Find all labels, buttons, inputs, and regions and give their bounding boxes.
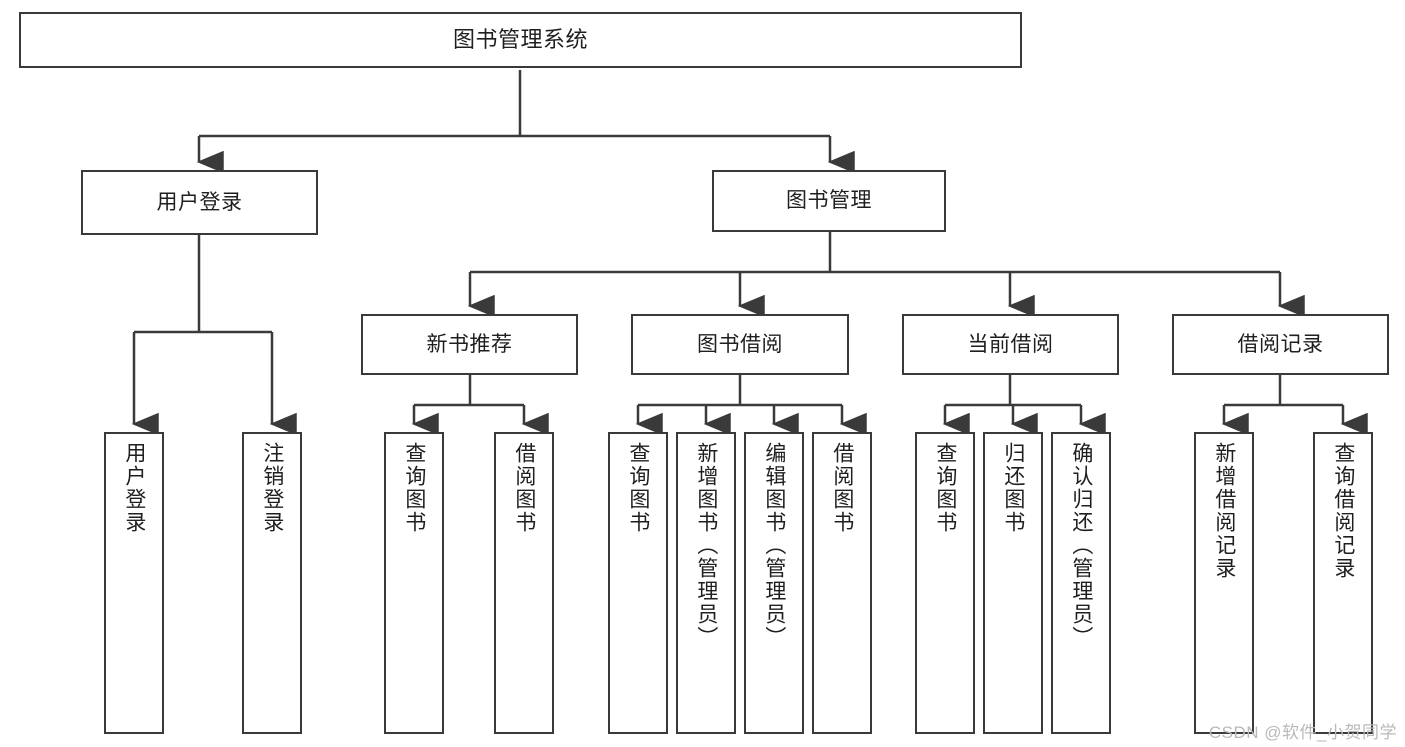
node-book-management[interactable]: 图书管理: [712, 170, 946, 232]
leaf-logout[interactable]: 注销登录: [242, 432, 302, 734]
leaf-borrow-query-book-label: 查询图书: [626, 442, 650, 534]
leaf-current-confirm-return-admin-label: 确认归还（管理员）: [1069, 442, 1093, 649]
leaf-borrow-borrow-book-label: 借阅图书: [830, 442, 854, 534]
node-root[interactable]: 图书管理系统: [19, 12, 1022, 68]
node-borrow-records-label: 借阅记录: [1237, 332, 1324, 356]
leaf-new-book-borrow-book[interactable]: 借阅图书: [494, 432, 554, 734]
leaf-new-book-query-book-label: 查询图书: [402, 442, 426, 534]
leaf-logout-label: 注销登录: [260, 442, 284, 534]
leaf-current-return-book[interactable]: 归还图书: [983, 432, 1043, 734]
node-user-login-label: 用户登录: [156, 190, 243, 214]
watermark: CSDN @软件_小贺同学: [1208, 723, 1397, 742]
node-current-borrow[interactable]: 当前借阅: [902, 314, 1119, 375]
leaf-records-query-record-label: 查询借阅记录: [1331, 442, 1355, 580]
leaf-records-add-record[interactable]: 新增借阅记录: [1194, 432, 1254, 734]
leaf-borrow-borrow-book[interactable]: 借阅图书: [812, 432, 872, 734]
leaf-borrow-add-book-admin[interactable]: 新增图书（管理员）: [676, 432, 736, 734]
leaf-new-book-borrow-book-label: 借阅图书: [512, 442, 536, 534]
node-root-label: 图书管理系统: [452, 26, 588, 52]
node-new-book-recommend-label: 新书推荐: [426, 332, 513, 356]
node-borrow-records[interactable]: 借阅记录: [1172, 314, 1389, 375]
node-book-borrow-label: 图书借阅: [697, 332, 783, 356]
leaf-records-query-record[interactable]: 查询借阅记录: [1313, 432, 1373, 734]
leaf-borrow-add-book-admin-label: 新增图书（管理员）: [694, 442, 718, 649]
node-user-login[interactable]: 用户登录: [81, 170, 318, 235]
leaf-borrow-query-book[interactable]: 查询图书: [608, 432, 668, 734]
leaf-new-book-query-book[interactable]: 查询图书: [384, 432, 444, 734]
leaf-current-confirm-return-admin[interactable]: 确认归还（管理员）: [1051, 432, 1111, 734]
leaf-records-add-record-label: 新增借阅记录: [1212, 442, 1236, 580]
node-new-book-recommend[interactable]: 新书推荐: [361, 314, 578, 375]
leaf-current-return-book-label: 归还图书: [1001, 442, 1025, 534]
leaf-user-login-label: 用户登录: [122, 442, 146, 534]
node-book-management-label: 图书管理: [786, 189, 872, 213]
leaf-borrow-edit-book-admin[interactable]: 编辑图书（管理员）: [744, 432, 804, 734]
leaf-borrow-edit-book-admin-label: 编辑图书（管理员）: [762, 442, 786, 649]
node-book-borrow[interactable]: 图书借阅: [631, 314, 849, 375]
leaf-user-login[interactable]: 用户登录: [104, 432, 164, 734]
leaf-current-query-book[interactable]: 查询图书: [915, 432, 975, 734]
node-current-borrow-label: 当前借阅: [967, 332, 1054, 356]
leaf-current-query-book-label: 查询图书: [933, 442, 957, 534]
